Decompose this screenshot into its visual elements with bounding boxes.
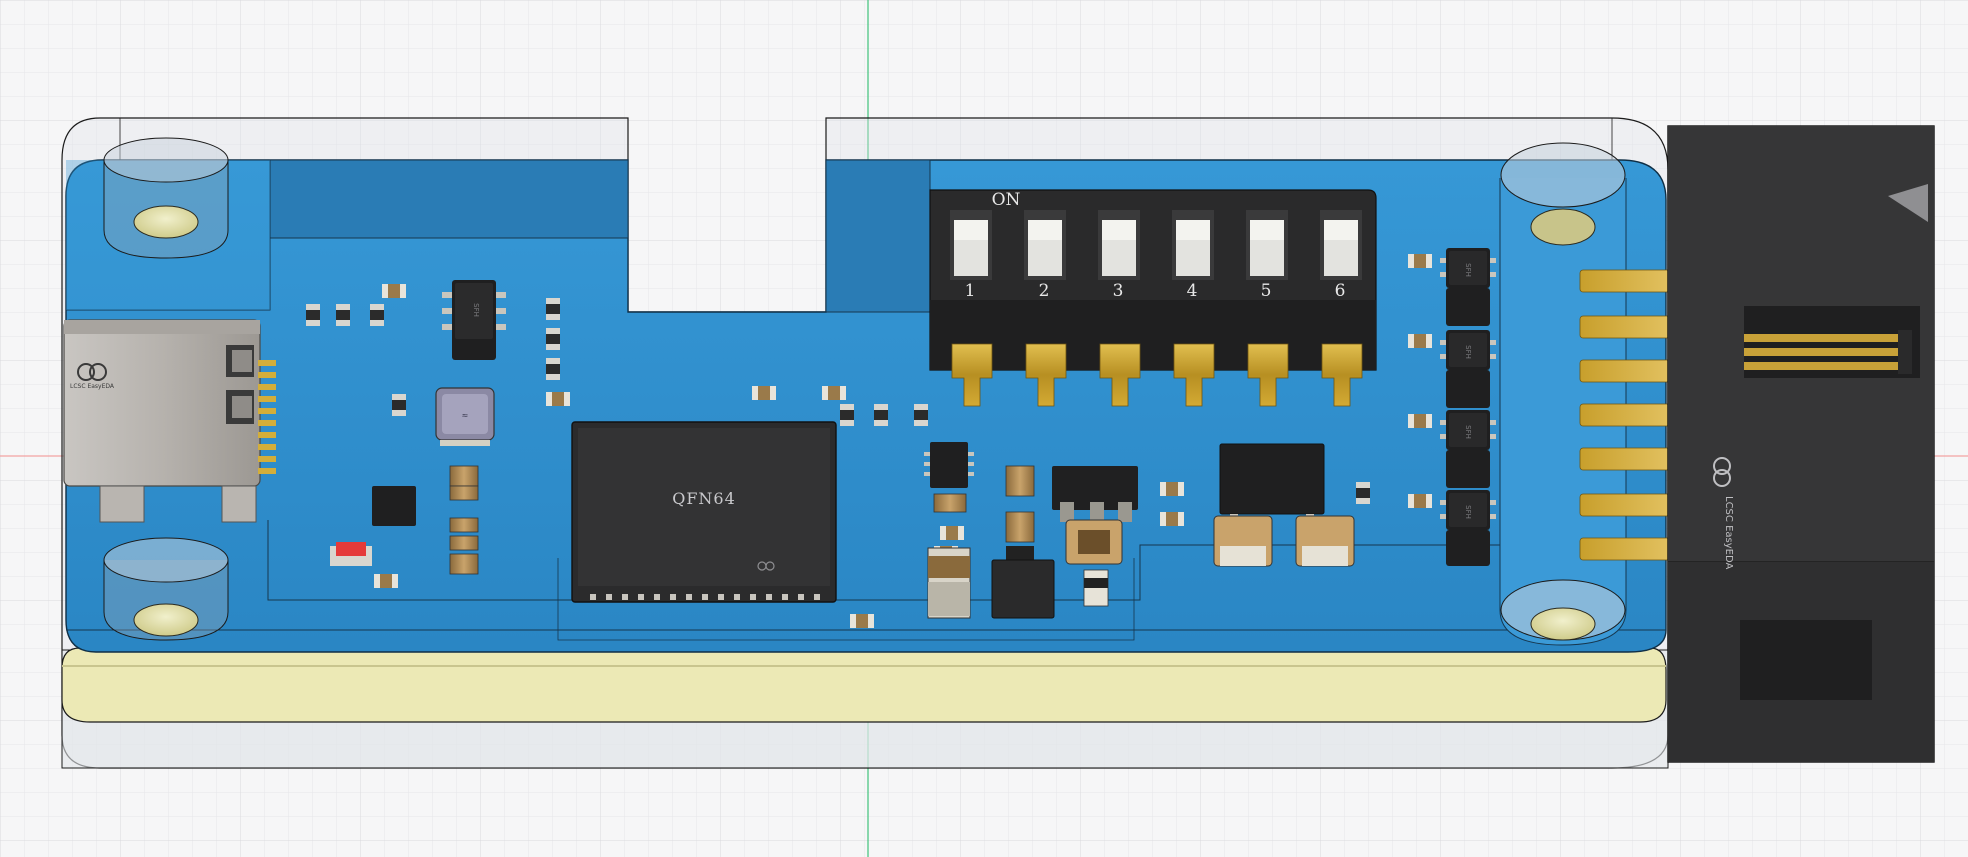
inductor	[991, 559, 1055, 619]
svg-text:4: 4	[1187, 281, 1198, 301]
mcu-qfn64[interactable]: QFN64	[571, 421, 837, 603]
mcu-label: QFN64	[672, 489, 736, 508]
ic-small-left	[372, 486, 416, 526]
idc-box-header[interactable]: LCSC EasyEDA	[1667, 125, 1935, 763]
svg-text:2: 2	[1039, 281, 1050, 301]
dip-position-3[interactable]: 3	[1098, 210, 1140, 301]
easyeda-logo-icon: LCSC EasyEDA	[1713, 457, 1734, 569]
dip-position-4[interactable]: 4	[1172, 210, 1214, 301]
svg-text:5: 5	[1261, 281, 1272, 301]
easyeda-logo-icon: LCSC EasyEDA	[70, 363, 115, 390]
header-pins	[1579, 269, 1671, 561]
ic-sop8	[924, 442, 974, 488]
dip-position-5[interactable]: 5	[1246, 210, 1288, 301]
usb-c-connector[interactable]: LCSC EasyEDA	[63, 319, 276, 523]
optocoupler-column	[1440, 248, 1496, 566]
base-plate[interactable]	[61, 647, 1667, 723]
svg-text:3: 3	[1113, 281, 1124, 301]
mount-hole-top-right[interactable]	[1499, 142, 1627, 646]
crystal-oscillator: ≈	[435, 387, 495, 446]
dip-on-label: ON	[992, 190, 1021, 210]
dip-position-1[interactable]: 1	[950, 210, 992, 301]
svg-text:6: 6	[1335, 281, 1346, 301]
svg-text:LCSC EasyEDA: LCSC EasyEDA	[1723, 496, 1734, 569]
capacitor-tall	[927, 547, 971, 619]
dip-position-6[interactable]: 6	[1320, 210, 1362, 301]
svg-text:1: 1	[965, 281, 976, 301]
mount-hole-bottom-right[interactable]	[1500, 579, 1626, 641]
status-led	[330, 542, 372, 566]
svg-text:SFH: SFH	[472, 303, 480, 317]
triangle-icon	[1888, 184, 1928, 222]
svg-text:≈: ≈	[462, 411, 469, 420]
dip-switch-6[interactable]: ON 1 2 3 4 5	[929, 189, 1377, 407]
dip-position-2[interactable]: 2	[1024, 210, 1066, 301]
optocoupler-u1: SFH	[442, 280, 506, 360]
svg-text:LCSC EasyEDA: LCSC EasyEDA	[70, 383, 115, 390]
capacitor-stack-mid	[933, 465, 1035, 560]
mcu-logo-icon	[757, 561, 775, 571]
capacitors-bottom-right	[1213, 515, 1355, 567]
ic-eeprom	[1219, 443, 1325, 522]
mount-hole-bottom-left[interactable]	[103, 537, 229, 641]
capacitor-stack-left	[449, 465, 479, 575]
mount-hole-top-left[interactable]	[103, 137, 229, 259]
voltage-regulator	[1052, 466, 1138, 607]
